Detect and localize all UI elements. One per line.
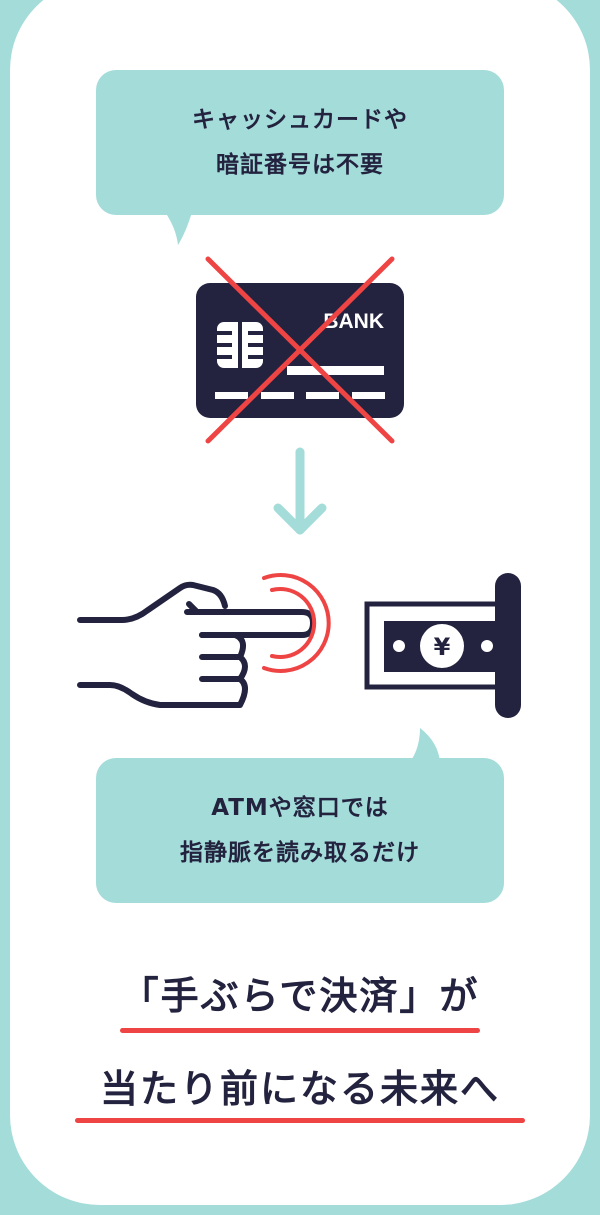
bubble-tail-top xyxy=(165,212,192,245)
bubble-text-line1: ATMや窓口では xyxy=(211,794,389,821)
headline-line1: 「手ぶらで決済」が xyxy=(120,974,480,1018)
speech-bubble-no-card: キャッシュカードや 暗証番号は不要 xyxy=(96,70,504,215)
card-bank-label: BANK xyxy=(323,310,384,333)
headline-line2: 当たり前になる未来へ xyxy=(99,1067,500,1111)
fingerprint-scan-waves-icon xyxy=(262,573,331,673)
arrow-down-icon xyxy=(273,447,327,535)
svg-text:¥: ¥ xyxy=(434,633,451,661)
bubble-text-line1: キャッシュカードや xyxy=(192,106,408,133)
headline-underline-1 xyxy=(120,1028,480,1033)
bubble-tail-bottom xyxy=(410,728,440,762)
bubble-text-line2: 指静脈を読み取るだけ xyxy=(180,839,420,866)
bubble-text-line2: 暗証番号は不要 xyxy=(216,151,384,178)
headline-underline-2 xyxy=(75,1118,525,1123)
yen-banknote-icon: ¥ xyxy=(364,573,521,718)
cross-mark-icon xyxy=(205,256,395,444)
speech-bubble-vein-scan: ATMや窓口では 指静脈を読み取るだけ xyxy=(96,758,504,903)
hand-finger-icon xyxy=(77,581,316,708)
